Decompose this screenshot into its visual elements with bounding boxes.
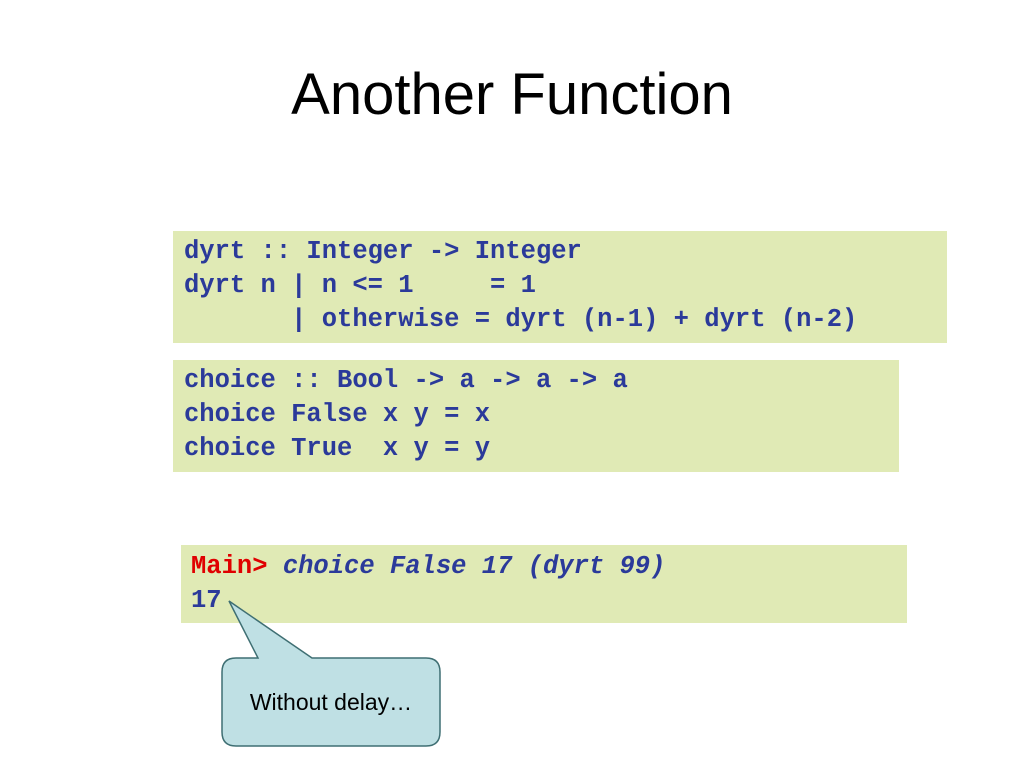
callout-shape — [221, 600, 441, 747]
code-line: dyrt n | n <= 1 = 1 — [184, 271, 536, 300]
repl-session: Main> choice False 17 (dyrt 99) 17 — [181, 545, 907, 623]
code-line: choice :: Bool -> a -> a -> a — [184, 366, 628, 395]
code-block-dyrt: dyrt :: Integer -> Integer dyrt n | n <=… — [173, 231, 947, 343]
repl-input-line: Main> choice False 17 (dyrt 99) — [191, 550, 907, 584]
code-line: | otherwise = dyrt (n-1) + dyrt (n-2) — [184, 305, 858, 334]
repl-prompt: Main> — [191, 552, 268, 581]
code-line: choice False x y = x — [184, 400, 491, 429]
code-line: choice True x y = y — [184, 434, 491, 463]
code-line: dyrt :: Integer -> Integer — [184, 237, 582, 266]
slide-title: Another Function — [291, 62, 733, 127]
repl-output: 17 — [191, 586, 222, 615]
code-block-choice: choice :: Bool -> a -> a -> a choice Fal… — [173, 360, 899, 472]
callout-text: Without delay… — [249, 688, 413, 715]
repl-command: choice False 17 (dyrt 99) — [267, 552, 666, 581]
